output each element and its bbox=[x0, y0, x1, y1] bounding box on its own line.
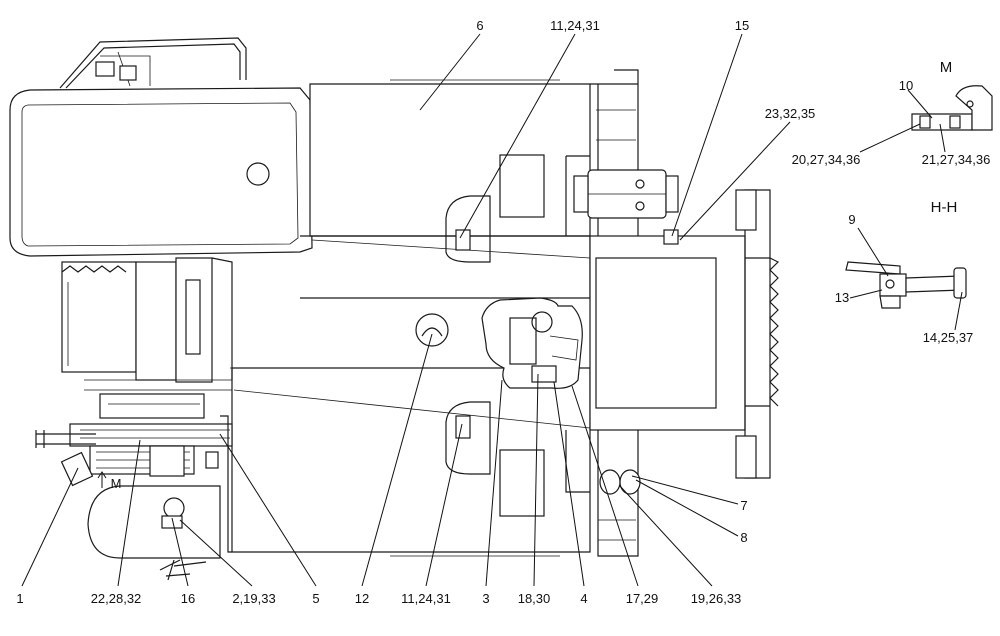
view-m-marker: M bbox=[97, 471, 122, 491]
callout-labels: 6 11,24,31 15 23,32,35 M 10 20,27,34,36 … bbox=[16, 18, 990, 606]
battery-box bbox=[573, 169, 679, 219]
callout-10: 10 bbox=[899, 78, 913, 93]
view-hh-detail bbox=[845, 261, 967, 309]
callout-20-27-34-36: 20,27,34,36 bbox=[792, 152, 861, 167]
bracket-upper bbox=[445, 195, 491, 263]
callout-4: 4 bbox=[580, 591, 587, 606]
callout-11-24-31-top: 11,24,31 bbox=[550, 18, 600, 33]
fitting-15 bbox=[663, 229, 679, 245]
callout-16: 16 bbox=[181, 591, 195, 606]
rear-block bbox=[589, 189, 780, 479]
callout-6: 6 bbox=[476, 18, 483, 33]
callout-2-19-33: 2,19,33 bbox=[232, 591, 275, 606]
bracket-lower bbox=[445, 401, 491, 475]
view-m-marker-label: M bbox=[111, 476, 122, 491]
callout-13: 13 bbox=[835, 290, 849, 305]
callout-15: 15 bbox=[735, 18, 749, 33]
fuel-tank bbox=[87, 485, 221, 581]
callout-22-28-32: 22,28,32 bbox=[91, 591, 142, 606]
callout-21-27-34-36: 21,27,34,36 bbox=[922, 152, 991, 167]
callout-17-29: 17,29 bbox=[626, 591, 659, 606]
callout-5: 5 bbox=[312, 591, 319, 606]
left-cluster bbox=[35, 257, 233, 553]
callout-8: 8 bbox=[740, 530, 747, 545]
view-hh-title: H-H bbox=[931, 199, 958, 216]
callout-23-32-35: 23,32,35 bbox=[765, 106, 816, 121]
front-hood bbox=[9, 87, 313, 257]
callout-14-25-37: 14,25,37 bbox=[923, 330, 974, 345]
callout-9: 9 bbox=[848, 212, 855, 227]
callout-12: 12 bbox=[355, 591, 369, 606]
view-m-detail bbox=[911, 85, 993, 131]
leader-lines bbox=[21, 33, 963, 587]
view-m-title: M bbox=[940, 59, 953, 76]
callout-3: 3 bbox=[482, 591, 489, 606]
lower-rails bbox=[565, 430, 639, 557]
roll-bar bbox=[59, 37, 247, 89]
clamps-7-8 bbox=[599, 469, 641, 495]
callout-1: 1 bbox=[16, 591, 23, 606]
round-fitting bbox=[415, 313, 449, 347]
callout-7: 7 bbox=[740, 498, 747, 513]
main-frame bbox=[230, 79, 591, 557]
callout-18-30: 18,30 bbox=[518, 591, 551, 606]
callout-19-26-33: 19,26,33 bbox=[691, 591, 742, 606]
callout-11-24-31-bottom: 11,24,31 bbox=[401, 591, 451, 606]
